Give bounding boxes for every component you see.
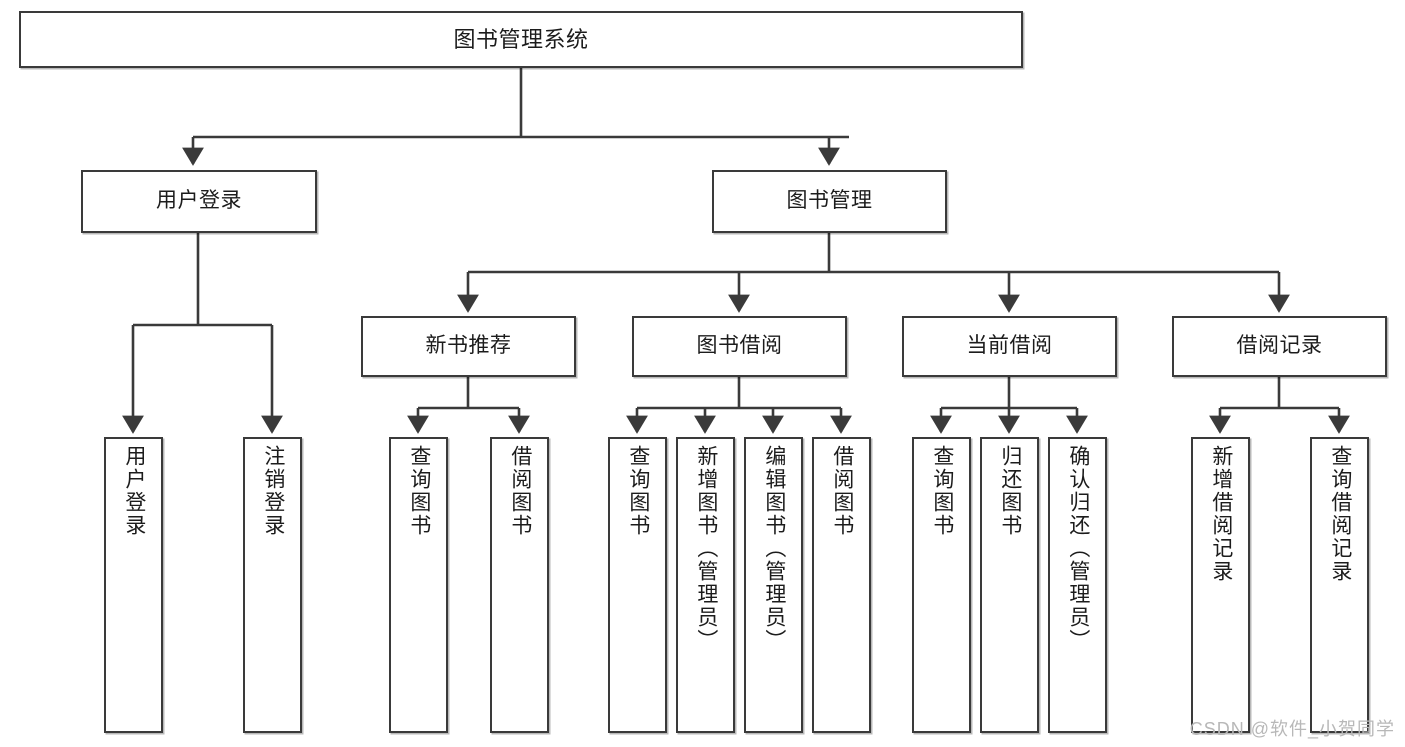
node-label: 新书推荐 xyxy=(425,334,512,358)
leaf-new-book-borrow[interactable]: 借阅图书 xyxy=(490,437,549,733)
leaf-borrow-record-query[interactable]: 查询借阅记录 xyxy=(1310,437,1369,733)
node-label: 查询图书 xyxy=(930,445,954,537)
node-label: 用户登录 xyxy=(122,445,146,537)
node-label: 借阅图书 xyxy=(830,445,854,537)
node-label: 借阅图书 xyxy=(508,445,532,537)
node-label: 注销登录 xyxy=(261,445,285,537)
leaf-book-borrow-add-admin[interactable]: 新增图书（管理员） xyxy=(676,437,735,733)
node-label: 查询借阅记录 xyxy=(1328,445,1352,583)
node-label: 新增图书（管理员） xyxy=(694,445,718,652)
leaf-borrow-record-add[interactable]: 新增借阅记录 xyxy=(1191,437,1250,733)
node-user-login[interactable]: 用户登录 xyxy=(81,170,317,233)
node-label: 借阅记录 xyxy=(1236,334,1323,358)
node-borrow-record[interactable]: 借阅记录 xyxy=(1172,316,1387,377)
leaf-user-login-logout[interactable]: 注销登录 xyxy=(243,437,302,733)
node-current-borrow[interactable]: 当前借阅 xyxy=(902,316,1117,377)
node-label: 图书管理 xyxy=(786,189,873,213)
leaf-book-borrow-borrow[interactable]: 借阅图书 xyxy=(812,437,871,733)
node-label: 查询图书 xyxy=(407,445,431,537)
leaf-current-borrow-return[interactable]: 归还图书 xyxy=(980,437,1039,733)
node-root-book-management-system[interactable]: 图书管理系统 xyxy=(19,11,1023,68)
node-new-book-recommend[interactable]: 新书推荐 xyxy=(361,316,576,377)
node-book-borrow[interactable]: 图书借阅 xyxy=(632,316,847,377)
leaf-book-borrow-query[interactable]: 查询图书 xyxy=(608,437,667,733)
leaf-current-borrow-query[interactable]: 查询图书 xyxy=(912,437,971,733)
node-book-management[interactable]: 图书管理 xyxy=(712,170,947,233)
node-label: 图书借阅 xyxy=(696,334,783,358)
leaf-new-book-query[interactable]: 查询图书 xyxy=(389,437,448,733)
leaf-user-login-login[interactable]: 用户登录 xyxy=(104,437,163,733)
watermark-csdn: CSDN @软件_小贺同学 xyxy=(1189,719,1395,739)
node-label: 新增借阅记录 xyxy=(1209,445,1233,583)
node-label: 查询图书 xyxy=(626,445,650,537)
node-label: 图书管理系统 xyxy=(453,26,589,52)
node-label: 当前借阅 xyxy=(966,334,1053,358)
node-label: 编辑图书（管理员） xyxy=(762,445,786,652)
node-label: 用户登录 xyxy=(156,189,242,213)
node-label: 确认归还（管理员） xyxy=(1066,445,1090,652)
leaf-current-borrow-confirm-admin[interactable]: 确认归还（管理员） xyxy=(1048,437,1107,733)
node-label: 归还图书 xyxy=(998,445,1022,537)
leaf-book-borrow-edit-admin[interactable]: 编辑图书（管理员） xyxy=(744,437,803,733)
